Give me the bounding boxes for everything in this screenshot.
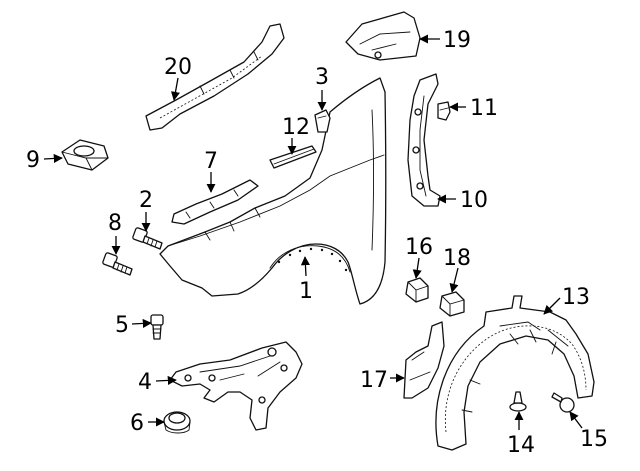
grommet-part-6[interactable] xyxy=(163,411,191,434)
callout-6: 6 xyxy=(130,411,144,436)
leader-line-5 xyxy=(131,318,152,328)
callout-5: 5 xyxy=(115,313,129,338)
leader-line-1 xyxy=(300,256,310,277)
seal-part-20[interactable] xyxy=(145,23,285,131)
seal-part-12[interactable] xyxy=(269,145,317,169)
nut-part-18[interactable] xyxy=(439,291,465,317)
callout-4: 4 xyxy=(138,370,152,395)
callout-12: 12 xyxy=(282,115,310,140)
clip-part-11[interactable] xyxy=(437,101,451,121)
pad-part-9[interactable] xyxy=(61,139,109,171)
callout-11: 11 xyxy=(470,96,498,121)
seal-part-10[interactable] xyxy=(407,73,441,207)
bolt-part-5[interactable] xyxy=(150,314,164,340)
callout-14: 14 xyxy=(507,433,535,458)
cover-part-19[interactable] xyxy=(345,11,421,61)
pin-part-14[interactable] xyxy=(509,391,527,412)
callout-9: 9 xyxy=(26,148,40,173)
leader-line-4 xyxy=(155,375,177,385)
leader-line-18 xyxy=(449,267,459,293)
leader-line-16 xyxy=(412,257,422,279)
leader-line-15 xyxy=(569,411,583,429)
callout-7: 7 xyxy=(204,149,218,174)
callout-8: 8 xyxy=(108,211,122,236)
callout-18: 18 xyxy=(443,246,471,271)
callout-13: 13 xyxy=(562,285,590,310)
bracket-part-4[interactable] xyxy=(169,341,303,431)
bolt-part-2[interactable] xyxy=(132,227,163,250)
callout-20: 20 xyxy=(164,55,192,80)
bracket-part-7[interactable] xyxy=(171,179,259,225)
callout-19: 19 xyxy=(443,28,471,53)
callout-10: 10 xyxy=(460,188,488,213)
clip-part-3[interactable] xyxy=(314,109,331,133)
bolt-part-8[interactable] xyxy=(102,252,133,276)
leader-line-13 xyxy=(543,297,561,315)
callout-15: 15 xyxy=(580,427,608,452)
shield-part-17[interactable] xyxy=(403,321,445,399)
liner-part-13[interactable] xyxy=(435,295,595,451)
nut-part-16[interactable] xyxy=(405,277,429,303)
callout-3: 3 xyxy=(315,65,329,90)
callout-1: 1 xyxy=(299,279,313,304)
fender-part[interactable] xyxy=(159,77,387,305)
screw-part-15[interactable] xyxy=(551,392,575,413)
leader-line-9 xyxy=(43,153,63,163)
leader-line-20 xyxy=(170,77,180,101)
callout-2: 2 xyxy=(139,188,153,213)
callout-17: 17 xyxy=(360,368,388,393)
callout-16: 16 xyxy=(405,235,433,260)
